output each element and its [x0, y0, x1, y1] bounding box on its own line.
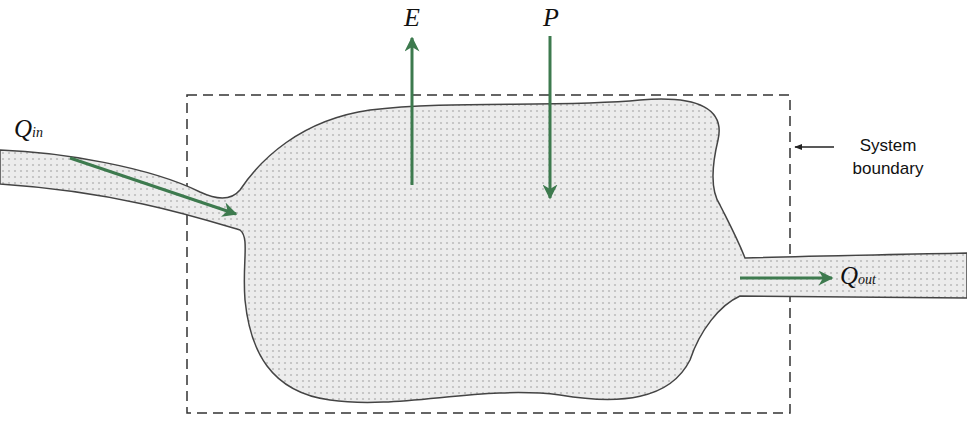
precipitation-arrow — [549, 36, 552, 198]
lake-and-streams — [0, 99, 967, 402]
inflow-label: Qin — [14, 116, 43, 146]
outflow-label: Qout — [840, 263, 876, 293]
outflow-arrow — [740, 277, 832, 280]
inflow-arrow — [70, 158, 236, 214]
boundary-label: System boundary — [838, 134, 938, 180]
precipitation-label: P — [543, 4, 559, 32]
evaporation-arrow — [411, 38, 414, 185]
leader-arrow — [795, 146, 834, 147]
evaporation-label: E — [404, 4, 420, 32]
